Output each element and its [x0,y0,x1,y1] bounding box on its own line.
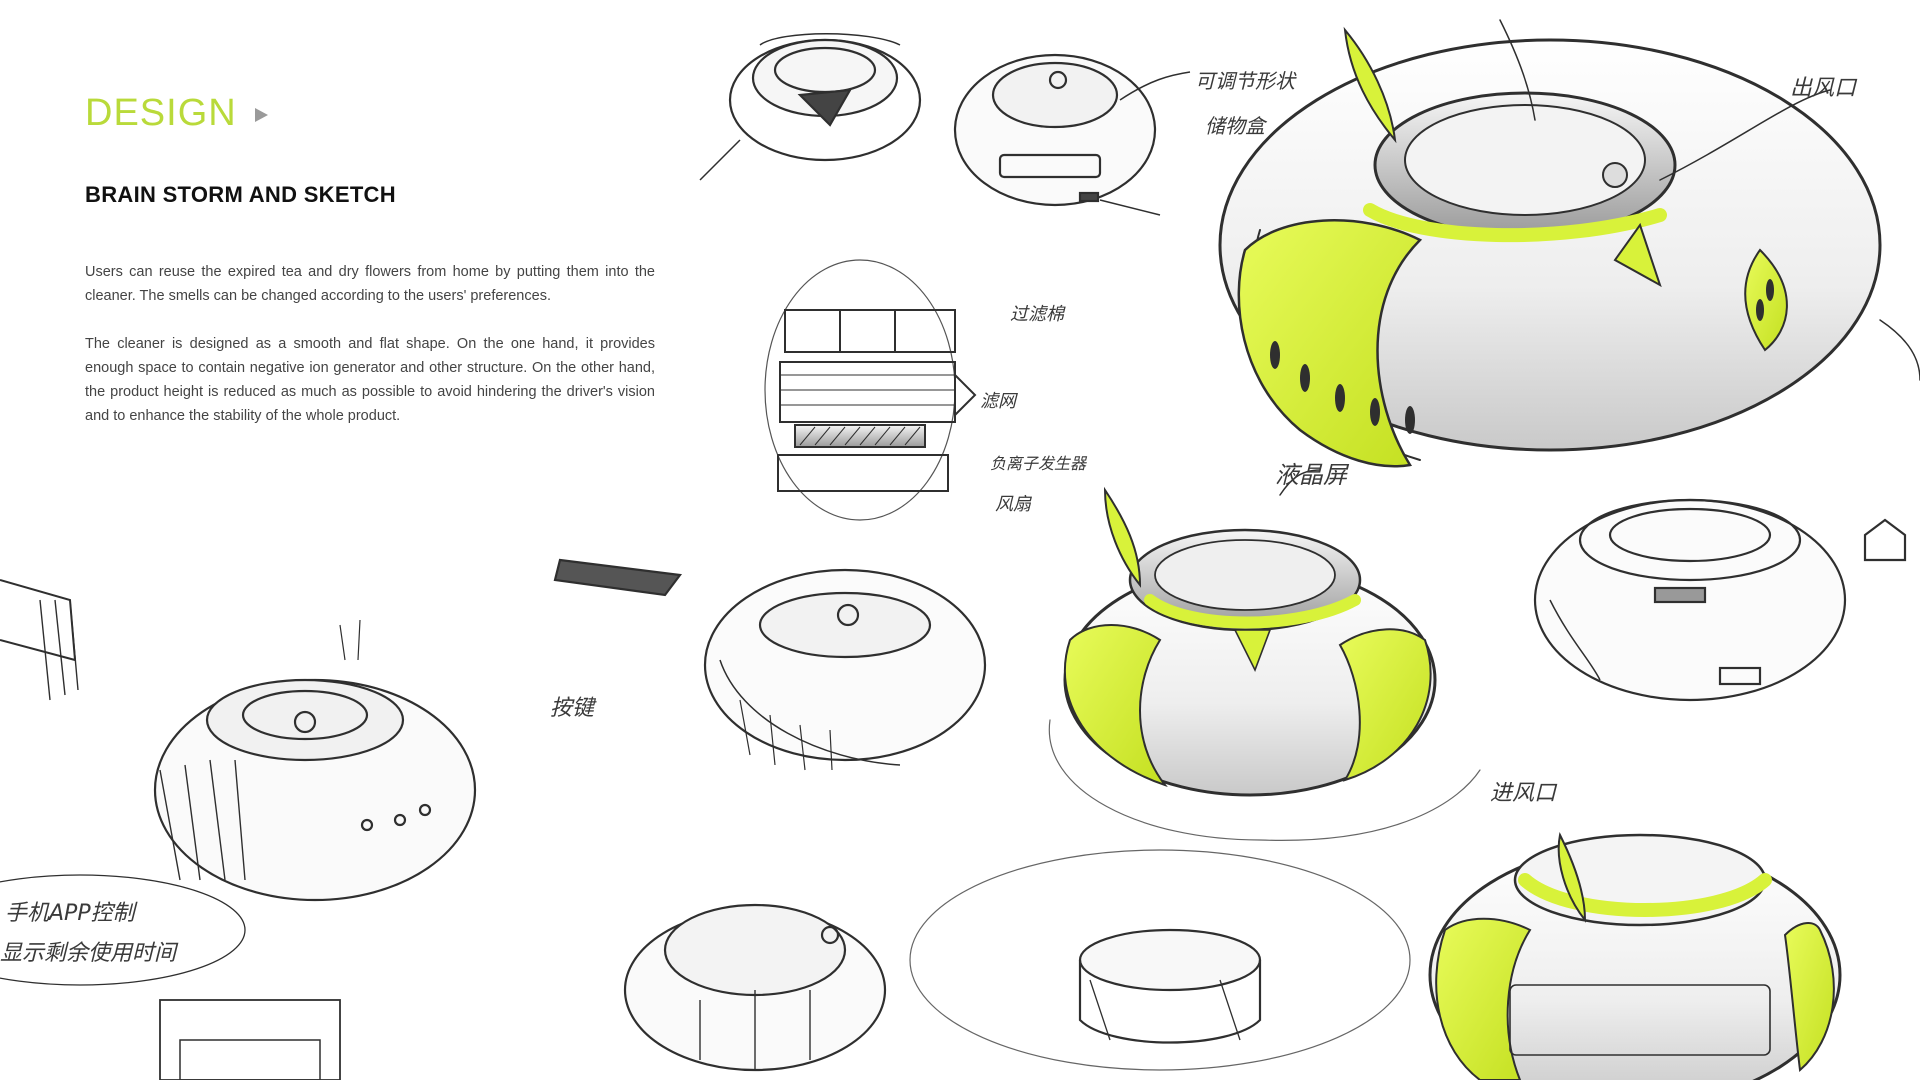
heading-row: DESIGN [85,88,655,138]
sketch-note-outlet: 出风口 [1790,76,1857,101]
middle-sketch [553,558,987,771]
sketch-note-storage: 储物盒 [1205,114,1265,138]
top-sketch-1 [699,33,922,181]
left-bottom-sketch [153,619,477,902]
section-title: BRAIN STORM AND SKETCH [85,182,396,207]
bottom-middle-sketch [623,849,1411,1072]
sketch-note-fan: 风扇 [995,494,1031,515]
sketch-note-filter-net: 滤网 [980,391,1016,412]
play-arrow-icon [254,108,268,122]
top-sketch-2 [953,53,1191,216]
text-panel: DESIGN BRAIN STORM AND SKETCH Users can … [85,88,655,428]
description-paragraph-2: The cleaner is designed as a smooth and … [85,336,655,424]
right-sketch [1533,498,1907,702]
description-paragraph-1: Users can reuse the expired tea and dry … [85,264,655,304]
sketch-note-remaining-time: 显示剩余使用时间 [0,941,177,966]
bottom-right-sketch [1428,831,1842,1080]
filter-layers-sketch [764,259,977,521]
center-sketch [1048,469,1481,841]
sketch-note-filter-cotton: 过滤棉 [1010,304,1064,325]
design-label: DESIGN [85,91,237,134]
sketch-note-lcd: 液晶屏 [1275,461,1347,489]
sketch-note-ion-generator: 负离子发生器 [990,454,1087,473]
sketch-note-app-control: 手机APP控制 [5,901,135,926]
sketch-note-button: 按键 [550,696,595,721]
left-edge-sketch [0,579,341,1080]
sketch-note-intake: 进风口 [1490,781,1557,806]
sketch-note-adjustable: 可调节形状 [1195,69,1295,93]
